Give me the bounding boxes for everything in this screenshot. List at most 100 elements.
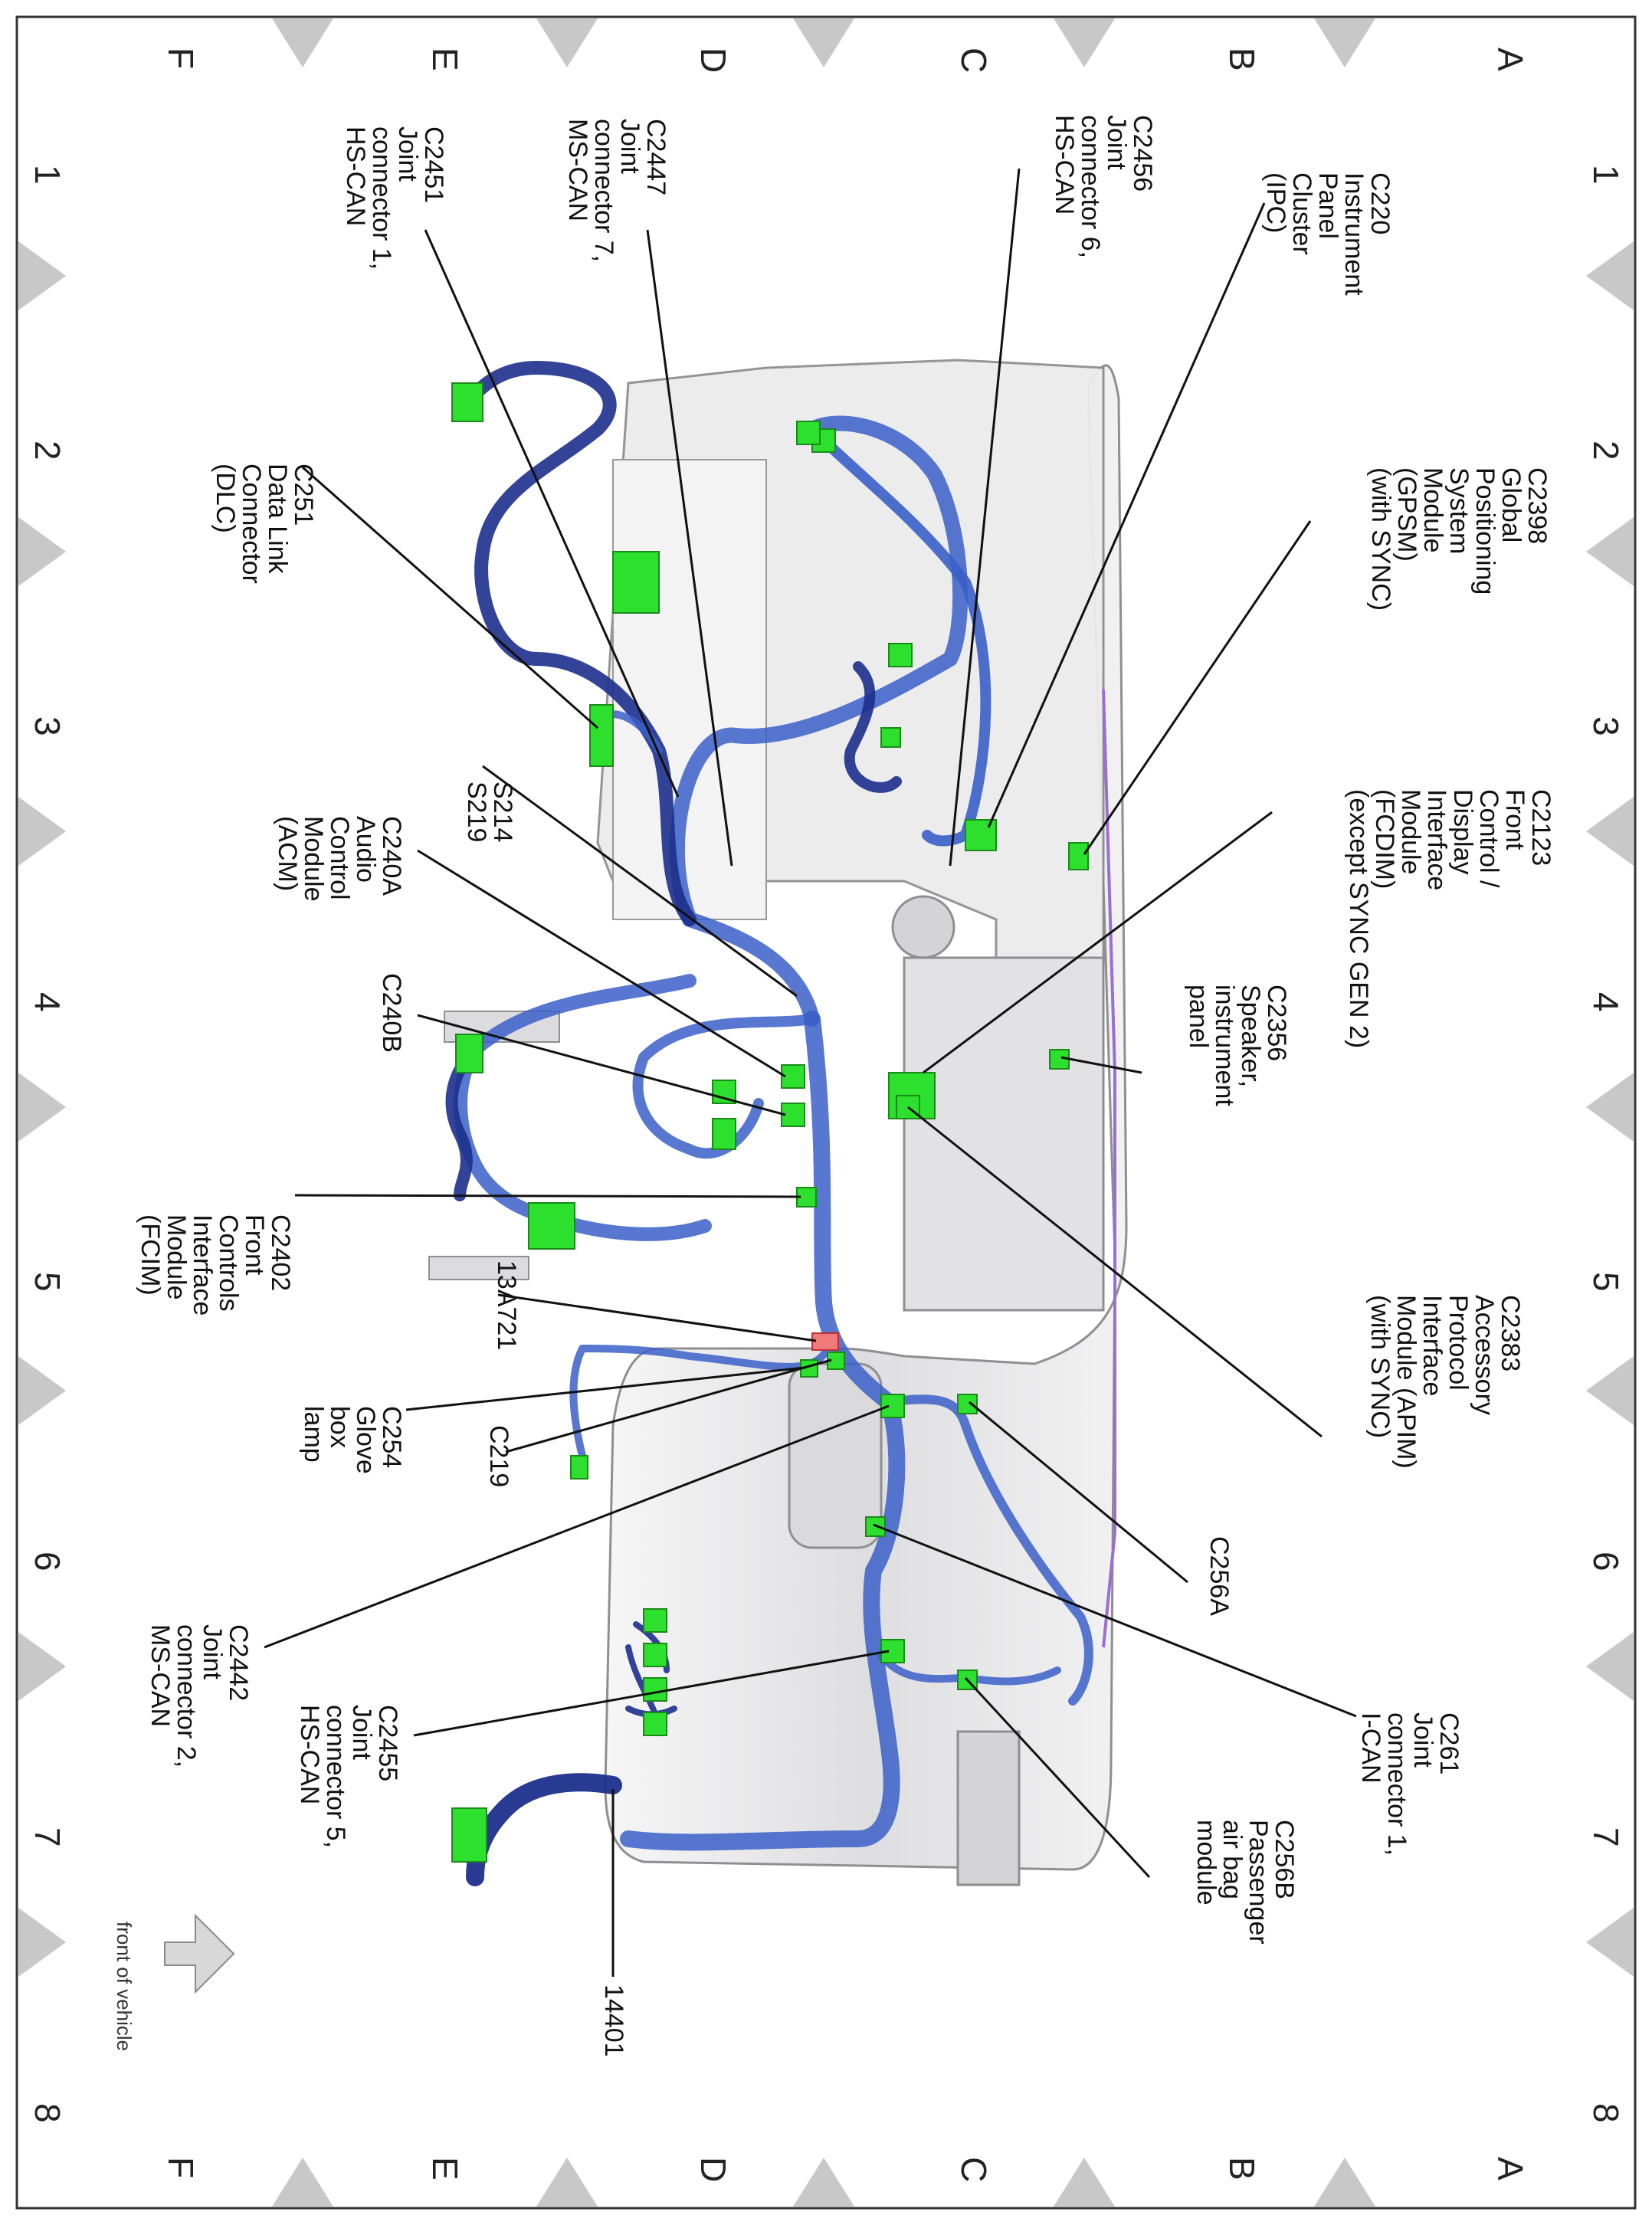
left-zone-marker bbox=[18, 1632, 66, 1701]
callout-labels: C220InstrumentPanelCluster(IPC) C2456Joi… bbox=[136, 115, 1555, 2057]
callout-line: HS-CAN bbox=[295, 1705, 324, 1804]
grid-letter: E bbox=[425, 2157, 465, 2181]
callout-line: connector 1, bbox=[367, 126, 396, 270]
callout-line: C261 bbox=[1434, 1712, 1464, 1774]
connector-c2383 bbox=[896, 1095, 920, 1119]
zone-markers bbox=[18, 18, 1634, 2207]
connector-c2442 bbox=[880, 1394, 905, 1418]
callout-c2398: C2398GlobalPositioningSystemModule(GPSM)… bbox=[1366, 467, 1552, 611]
connector-fcim-block bbox=[528, 1202, 575, 1250]
grid-letter: B bbox=[1222, 48, 1262, 71]
callout-line: box bbox=[325, 1406, 354, 1448]
connector-pass-c bbox=[643, 1677, 667, 1702]
grid-letter: A bbox=[1490, 2157, 1530, 2181]
outer-frame bbox=[15, 15, 1637, 2210]
callout-line: C2398 bbox=[1523, 467, 1552, 544]
harness-ipc-branch bbox=[807, 424, 992, 847]
callout-line: C2356 bbox=[1262, 985, 1291, 1061]
leader-c256b bbox=[964, 1676, 1151, 1879]
callout-line: HS-CAN bbox=[1050, 115, 1079, 215]
right-zone-marker bbox=[1586, 1632, 1634, 1701]
top-zone-marker bbox=[1314, 18, 1375, 67]
callout-line: MS-CAN bbox=[146, 1624, 175, 1727]
left-zone-marker bbox=[18, 1356, 66, 1425]
center-stack bbox=[903, 956, 1105, 1312]
leader-s214 bbox=[482, 765, 798, 998]
callout-line: (with SYNC) bbox=[1366, 467, 1395, 611]
connector-center-b bbox=[712, 1118, 736, 1150]
callout-line: Control bbox=[325, 816, 354, 900]
callout-line: Speaker, bbox=[1236, 985, 1265, 1087]
harness-right-upper bbox=[884, 1394, 1093, 1706]
front-of-vehicle-indicator: front of vehicle bbox=[113, 1913, 235, 2051]
leader-c2402 bbox=[294, 1194, 801, 1198]
callout-c251: C251Data LinkConnector(DLC) bbox=[211, 464, 318, 584]
harness-main-trunk bbox=[620, 1011, 906, 1851]
callout-line: 14401 bbox=[599, 1984, 628, 2057]
left-zone-marker bbox=[18, 1908, 66, 1977]
grid-number: 1 bbox=[28, 165, 67, 185]
right-zone-marker bbox=[1586, 1073, 1634, 1142]
grid-letter: F bbox=[161, 48, 201, 69]
leader-c240a bbox=[417, 849, 786, 1078]
right-zone-marker bbox=[1586, 241, 1634, 310]
callout-c220: C220InstrumentPanelCluster(IPC) bbox=[1261, 172, 1395, 296]
callout-line: C2447 bbox=[641, 119, 670, 195]
connector-c251 bbox=[589, 704, 614, 767]
callout-line: Glove bbox=[351, 1406, 380, 1474]
callout-line: S214 bbox=[488, 782, 517, 842]
leader-13a721 bbox=[497, 1293, 817, 1342]
callout-line: C2383 bbox=[1496, 1295, 1525, 1371]
connector-c220 bbox=[965, 819, 997, 851]
callout-line: (GPSM) bbox=[1392, 467, 1421, 562]
callout-p13a721: 13A721 bbox=[492, 1260, 521, 1350]
callout-line: MS-CAN bbox=[563, 119, 592, 221]
callout-line: Front bbox=[240, 1214, 269, 1276]
callout-line: Global bbox=[1496, 467, 1526, 542]
grid-number: 2 bbox=[28, 441, 67, 460]
grid-number: 8 bbox=[28, 2103, 67, 2123]
callout-line: Audio bbox=[351, 816, 380, 883]
connector-c2447 bbox=[612, 551, 660, 614]
leader-c2456 bbox=[949, 168, 1021, 867]
bracket bbox=[428, 1256, 529, 1280]
callout-line: connector 5, bbox=[321, 1705, 350, 1848]
callout-line: connector 6, bbox=[1076, 115, 1105, 258]
callout-line: Interface bbox=[1422, 789, 1451, 890]
callout-line: C2455 bbox=[373, 1705, 402, 1781]
harness-upper-run bbox=[669, 415, 969, 1027]
callout-line: Control / bbox=[1474, 789, 1503, 888]
harness-cluster-feed bbox=[844, 661, 902, 793]
callout-line: Accessory bbox=[1470, 1295, 1499, 1415]
right-zone-marker bbox=[1586, 1356, 1634, 1425]
callout-line: connector 2, bbox=[172, 1624, 201, 1768]
grid-number: 4 bbox=[28, 992, 67, 1012]
vent-duct-line bbox=[1102, 689, 1116, 1648]
bottom-zone-marker bbox=[793, 2158, 854, 2207]
callout-line: (with SYNC) bbox=[1365, 1295, 1395, 1438]
callout-c254: C254Gloveboxlamp bbox=[299, 1406, 406, 1474]
grid-number: 7 bbox=[28, 1827, 67, 1847]
callout-line: Cluster bbox=[1287, 172, 1316, 255]
callout-c2383: C2383AccessoryProtocolInterfaceModule (A… bbox=[1365, 1295, 1525, 1469]
bottom-zone-marker bbox=[1314, 2158, 1375, 2207]
left-zone-marker bbox=[18, 241, 66, 310]
left-zone-marker bbox=[18, 517, 66, 586]
leader-lines bbox=[264, 168, 1357, 1977]
grid-number: 6 bbox=[1586, 1552, 1626, 1571]
passenger-vent bbox=[956, 1730, 1021, 1886]
grid-letter: E bbox=[425, 48, 465, 71]
grid-letter: A bbox=[1490, 48, 1530, 71]
callout-line: Joint bbox=[347, 1705, 376, 1760]
callout-line: C2451 bbox=[419, 126, 448, 203]
grid-number: 6 bbox=[28, 1552, 67, 1571]
center-vent-round bbox=[891, 895, 955, 959]
grid-letters-bottom: A B C D E F bbox=[161, 2157, 1530, 2182]
bottom-zone-marker bbox=[272, 2158, 333, 2207]
callout-c2451: C2451Jointconnector 1,HS-CAN bbox=[341, 126, 448, 270]
callout-line: Module bbox=[162, 1214, 191, 1300]
callout-line: Module bbox=[1418, 467, 1447, 553]
callout-line: Connector bbox=[237, 464, 266, 584]
grid-number: 2 bbox=[1586, 441, 1626, 460]
leader-c219 bbox=[505, 1358, 832, 1453]
